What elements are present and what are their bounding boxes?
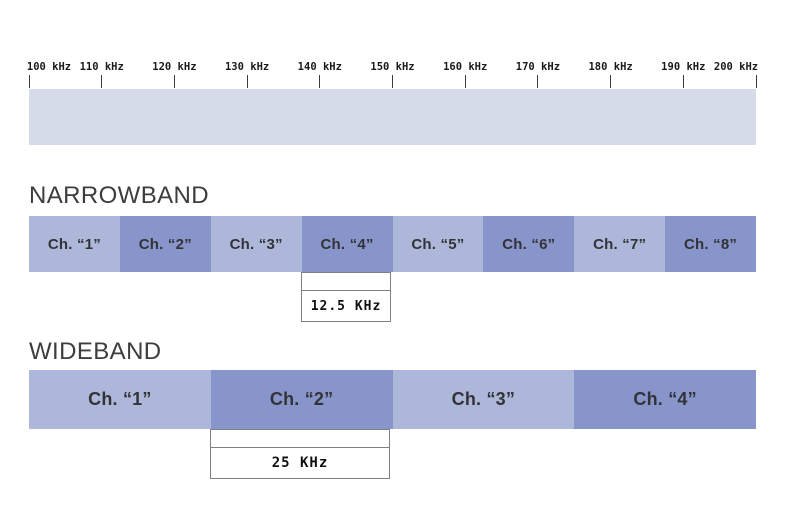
narrowband-width-label: 12.5 KHz [310,298,382,314]
scale-tick-mark [610,74,612,88]
channel-block: Ch. “4” [574,370,756,429]
scale-tick-mark [101,74,103,88]
callout-leader-gap [302,273,390,291]
scale-tick-label: 140 kHz [297,61,342,73]
channel-block: Ch. “2” [210,370,393,429]
scale-tick-row: 100 kHz 110 kHz 120 kHz 130 kHz 140 kHz 150 k… [26,61,759,90]
channel-label: Ch. “8” [684,235,738,253]
narrowband-channel-bar: Ch. “1” Ch. “2” Ch. “3” Ch. “4” Ch. “5” Ch. “… [29,216,756,272]
callout-leader-gap [211,430,389,448]
scale-tick-mark [464,74,466,88]
wideband-width-callout: 25 KHz [210,429,390,479]
scale-tick-mark [392,74,393,88]
channel-label: Ch. “3” [451,389,516,409]
scale-tick-mark [755,74,757,88]
scale-tick-mark [28,74,30,88]
scale-tick-mark [246,74,248,88]
narrowband-heading: NARROWBAND [29,182,210,209]
channel-block: Ch. “7” [574,216,666,272]
wideband-channel-bar: Ch. “1” Ch. “2” Ch. “3” Ch. “4” [29,370,756,429]
scale-tick-label: 110 kHz [79,61,124,73]
channel-block: Ch. “1” [29,370,211,429]
channel-block: Ch. “4” [301,216,393,272]
narrowband-width-callout: 12.5 KHz [301,272,391,322]
scale-tick-label: 180 kHz [588,61,633,73]
channel-block: Ch. “1” [29,216,120,272]
channel-label: Ch. “7” [593,235,647,253]
channel-label: Ch. “2” [138,235,192,253]
channel-label: Ch. “3” [229,235,283,253]
channel-block: Ch. “6” [483,216,575,272]
channel-label: Ch. “5” [411,235,465,253]
scale-tick-label: 170 kHz [515,61,561,73]
channel-label: Ch. “6” [502,235,556,253]
scale-tick-label: 200 kHz [713,61,759,73]
channel-label: Ch. “4” [633,389,697,409]
channel-block: Ch. “3” [210,216,302,272]
scale-tick-label: 190 kHz [661,61,706,73]
channel-block: Ch. “5” [392,216,484,272]
channel-block: Ch. “2” [119,216,211,272]
scale-tick-label: 150 kHz [370,61,415,73]
scale-tick-label: 160 kHz [443,61,488,73]
channel-block: Ch. “3” [392,370,575,429]
scale-tick-label: 100 kHz [26,61,72,73]
scale-tick-label: 130 kHz [224,61,270,73]
channel-label: Ch. “1” [47,235,101,253]
channel-label: Ch. “2” [269,389,334,409]
spectrum-band-strip [29,89,756,145]
scale-tick-label: 120 kHz [152,61,197,73]
wideband-width-label: 25 KHz [271,455,329,471]
scale-tick-mark [319,74,321,88]
scale-tick-mark [173,74,175,88]
channel-label: Ch. “4” [320,235,374,253]
wideband-heading: WIDEBAND [29,338,162,365]
scale-tick-mark [537,74,539,88]
scale-tick-mark [682,74,684,88]
channel-label: Ch. “1” [88,389,152,409]
frequency-scale: 100 kHz 110 kHz 120 kHz 130 kHz 140 kHz 150 k… [0,0,785,150]
channel-block: Ch. “8” [665,216,756,272]
